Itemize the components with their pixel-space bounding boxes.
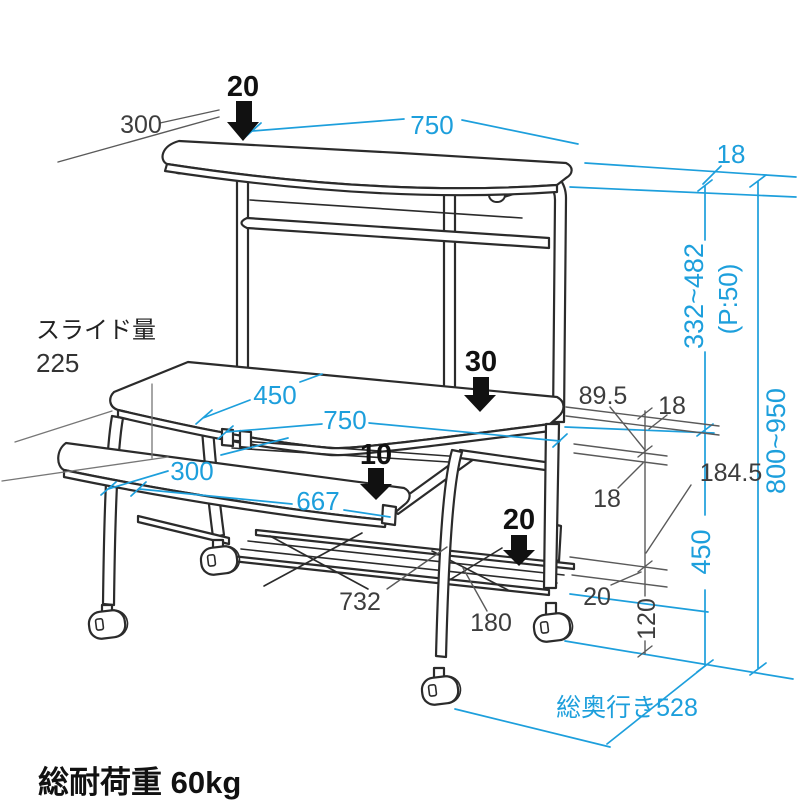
keyboard-rail-side xyxy=(458,448,554,473)
leader-89-5 xyxy=(609,406,646,451)
ext-bottom-shelf xyxy=(569,593,709,613)
ext-top-shelf xyxy=(569,162,797,198)
leader-18-keyboard xyxy=(617,462,644,489)
dim-total-height-range: 800~950 xyxy=(761,388,791,494)
left-post xyxy=(235,164,250,378)
dim-line-keyboard-depth xyxy=(100,437,289,496)
bottom-shelf-slat-2 xyxy=(240,548,558,584)
dim-keyboard-depth: 300 xyxy=(170,456,213,486)
dim-desk-under-gap: 89.5 xyxy=(579,382,628,410)
dim-keyboard-thickness: 18 xyxy=(593,485,621,513)
keyboard-shelf-stopper xyxy=(380,503,398,527)
dim-desk-width: 750 xyxy=(323,405,366,435)
slide-phantom-2 xyxy=(1,456,169,482)
dim-line-keyboard-width xyxy=(130,481,391,518)
dim-keyboard-width: 667 xyxy=(296,486,339,516)
dim-keyboard-to-bottom-shelf: 184.5 xyxy=(700,459,763,487)
load-keyboard-shelf: 10 xyxy=(360,439,392,471)
left-stretcher xyxy=(136,514,231,546)
ext-floor-front xyxy=(454,708,611,748)
bottom-shelf-back-rail xyxy=(254,528,576,571)
dim-bottom-shelf-depth: 180 xyxy=(470,609,512,637)
top-shelf-edge xyxy=(163,162,559,197)
right-outer-tube-lower xyxy=(542,422,561,590)
leader-184-5 xyxy=(645,484,692,554)
bottom-shelf-brace-1 xyxy=(269,535,369,590)
leader-732 xyxy=(386,546,448,590)
dim-desk-depth: 450 xyxy=(253,380,296,410)
cyan-dimensions: 750 18 332~482 (P:50) 450 800~950 総奥行き52… xyxy=(100,110,797,748)
dim-top-shelf-width: 750 xyxy=(410,110,453,140)
right-outer-tube-upper xyxy=(533,166,568,424)
dim-line-right-stack xyxy=(565,406,720,658)
dim-top-shelf-depth: 300 xyxy=(120,111,162,139)
load-arrow-bottom-shelf xyxy=(503,535,535,566)
load-arrow-top-shelf xyxy=(227,101,259,141)
front-left-leg xyxy=(101,414,125,607)
right-inner-post xyxy=(442,186,457,421)
dim-line-desk-width xyxy=(217,422,568,448)
dim-shelf-pitch: (P:50) xyxy=(713,264,743,335)
dim-line-top-depth xyxy=(57,109,220,163)
slide-phantom-1 xyxy=(14,410,113,443)
bottom-shelf-slat-1 xyxy=(247,540,565,576)
dim-shelf-to-desk-range: 332~482 xyxy=(679,243,709,349)
slide-rail-line-2 xyxy=(231,447,465,464)
dim-line-desk-depth xyxy=(195,373,323,425)
slide-value: 225 xyxy=(36,348,79,378)
dim-top-shelf-thickness: 18 xyxy=(717,139,746,169)
slide-label: スライド量 xyxy=(36,317,156,344)
rail-bracket-2 xyxy=(238,429,253,450)
ext-floor-back xyxy=(564,640,794,680)
crossbar xyxy=(240,216,551,250)
desk-line-art xyxy=(57,139,576,706)
total-load-note: 総耐荷重 60kg xyxy=(38,765,241,800)
caster-rear-right xyxy=(532,612,574,643)
keyboard-shelf-edge xyxy=(62,468,388,529)
load-arrow-keyboard-shelf xyxy=(360,468,392,500)
caster-rear-left xyxy=(199,545,241,576)
gray-dimensions: 300 89.5 18 18 184.5 20 120 732 180 xyxy=(1,109,763,658)
dim-caster-clearance: 120 xyxy=(633,598,661,640)
top-shelf-surface xyxy=(161,139,573,190)
load-arrow-desk xyxy=(464,377,496,412)
bottom-shelf-brace-2 xyxy=(263,532,363,587)
top-shelf-underside xyxy=(249,199,523,219)
leader-180 xyxy=(462,567,488,612)
load-top-shelf: 20 xyxy=(227,71,259,103)
dim-total-depth: 総奥行き528 xyxy=(556,694,698,722)
dim-line-total-depth xyxy=(606,665,706,745)
load-desk: 30 xyxy=(465,346,497,378)
dim-bottom-shelf-thickness: 20 xyxy=(583,583,611,611)
leader-20-shelf xyxy=(610,571,642,586)
text-notes: スライド量 225 総耐荷重 60kg xyxy=(36,317,241,800)
caster-front-right xyxy=(420,675,462,706)
caster-front-left xyxy=(87,609,129,640)
leader-18-desk xyxy=(648,414,668,430)
load-labels: 20 30 10 20 xyxy=(227,71,535,566)
load-bottom-shelf: 20 xyxy=(503,504,535,536)
dim-desk-thickness: 18 xyxy=(658,392,686,420)
front-right-leg xyxy=(434,448,464,659)
dim-desk-height: 450 xyxy=(686,529,716,574)
dim-bottom-shelf-width: 732 xyxy=(339,588,381,616)
